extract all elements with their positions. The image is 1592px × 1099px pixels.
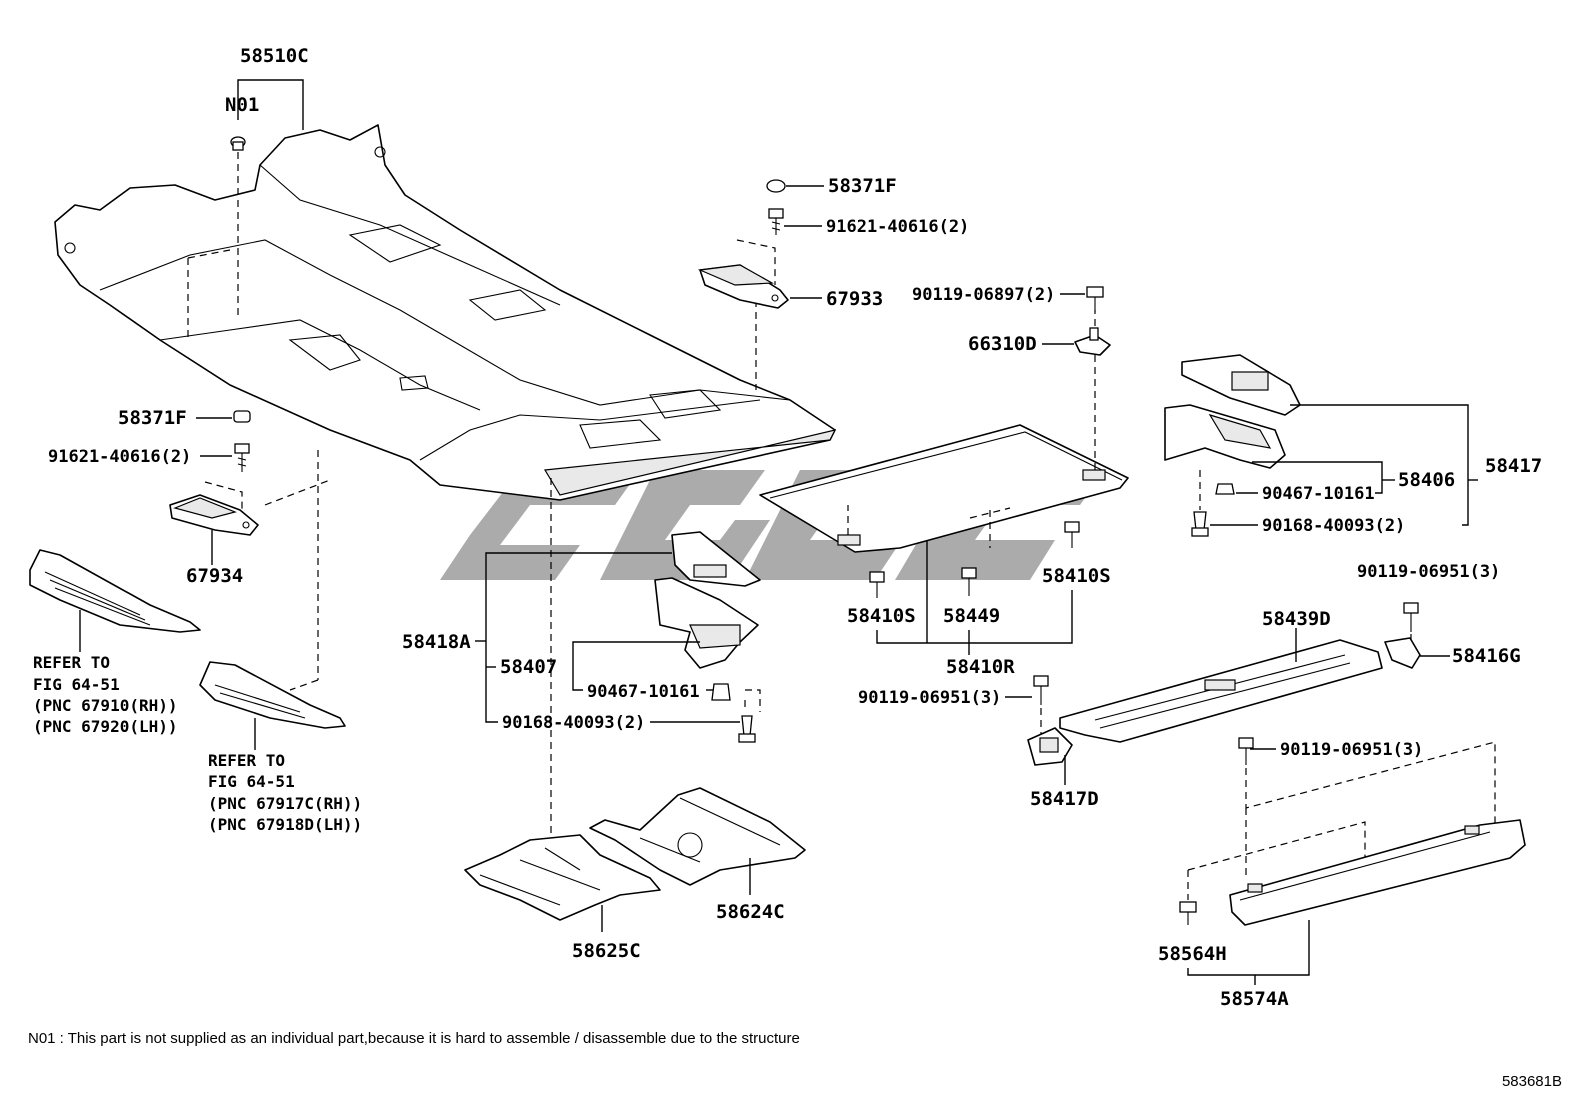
floor-silencer-58510C[interactable]	[54, 124, 837, 501]
label-58625C: 58625C	[572, 940, 641, 962]
refer-b-line3: (PNC 67917C(RH))	[208, 794, 362, 813]
side-cover-58574A[interactable]	[1229, 819, 1526, 926]
bracket-58418A[interactable]	[671, 531, 761, 587]
label-90119-06951-b: 90119-06951(3)	[858, 688, 1001, 708]
bracket-67934[interactable]	[169, 494, 259, 536]
bracket-58416G[interactable]	[1384, 637, 1421, 669]
bracket-58407[interactable]	[654, 577, 759, 669]
label-58418A: 58418A	[402, 631, 471, 653]
bolt-90119-06951-c-icon[interactable]	[1238, 737, 1254, 765]
label-67934: 67934	[186, 565, 243, 587]
label-58410R: 58410R	[946, 656, 1015, 678]
clip-58564H-icon[interactable]	[1179, 901, 1197, 925]
bracket-58417D[interactable]	[1027, 727, 1073, 766]
label-91621-top: 91621-40616(2)	[826, 217, 969, 237]
refer-b-line4: (PNC 67918D(LH))	[208, 815, 362, 834]
bracket-66310D[interactable]	[1074, 327, 1111, 356]
bolt-90119-06897-icon[interactable]	[1086, 286, 1104, 312]
bolt-90119-06951-b-icon[interactable]	[1033, 675, 1049, 705]
bracket-67933[interactable]	[697, 264, 789, 309]
floor-cover-58410R[interactable]	[759, 424, 1129, 553]
refer-b-line2: FIG 64-51	[208, 772, 295, 791]
label-58439D: 58439D	[1262, 608, 1331, 630]
label-58624C: 58624C	[716, 901, 785, 923]
label-58449: 58449	[943, 605, 1000, 627]
label-90119-06951-a: 90119-06951(3)	[1357, 562, 1500, 582]
label-90119-06951-c: 90119-06951(3)	[1280, 740, 1423, 760]
refer-a-line3: (PNC 67910(RH))	[33, 696, 178, 715]
clip-90467-right-icon[interactable]	[1215, 483, 1235, 495]
bolt-90119-06951-a-icon[interactable]	[1403, 602, 1419, 632]
label-90119-06897: 90119-06897(2)	[912, 285, 1055, 305]
clip-N01-icon[interactable]	[230, 136, 246, 151]
label-67933: 67933	[826, 288, 883, 310]
bracket-58406[interactable]	[1164, 404, 1286, 469]
refer-b-line1: REFER TO	[208, 751, 285, 770]
label-90467-mid: 90467-10161	[587, 682, 700, 702]
label-58371F-left: 58371F	[118, 407, 187, 429]
label-58510C: 58510C	[240, 45, 309, 67]
label-90467-right: 90467-10161	[1262, 484, 1375, 504]
label-N01: N01	[225, 94, 259, 116]
label-90168-right: 90168-40093(2)	[1262, 516, 1405, 536]
label-58406: 58406	[1398, 469, 1455, 491]
label-58416G: 58416G	[1452, 645, 1521, 667]
label-91621-left: 91621-40616(2)	[48, 447, 191, 467]
label-58407: 58407	[500, 656, 557, 678]
bolt-58410S-left-icon[interactable]	[869, 571, 885, 598]
bolt-91621-top-icon[interactable]	[768, 208, 784, 235]
label-58564H: 58564H	[1158, 943, 1227, 965]
label-58410S-left: 58410S	[847, 605, 916, 627]
scuff-plate-rear[interactable]	[199, 661, 346, 729]
label-58574A: 58574A	[1220, 988, 1289, 1010]
clip-58371F-left-icon[interactable]	[233, 410, 251, 423]
refer-a-line2: FIG 64-51	[33, 675, 120, 694]
label-90168-mid: 90168-40093(2)	[502, 713, 645, 733]
label-66310D: 66310D	[968, 333, 1037, 355]
floor-cover-58625C[interactable]	[464, 834, 661, 921]
footnote-text: N01 : This part is not supplied as an in…	[28, 1030, 800, 1047]
diagram-id: 583681B	[1501, 1073, 1562, 1090]
screw-90168-right-icon[interactable]	[1191, 511, 1209, 537]
floor-cover-58624C[interactable]	[589, 787, 806, 886]
screw-90168-mid-icon[interactable]	[738, 715, 756, 743]
cover-58417[interactable]	[1181, 354, 1301, 416]
label-58417D: 58417D	[1030, 788, 1099, 810]
clip-58371F-top-icon[interactable]	[766, 179, 786, 193]
scuff-plate-front[interactable]	[29, 549, 201, 633]
rail-58439D[interactable]	[1059, 639, 1383, 743]
bolt-91621-left-icon[interactable]	[234, 443, 250, 472]
clip-58449-icon[interactable]	[961, 567, 977, 596]
refer-a-line4: (PNC 67920(LH))	[33, 717, 178, 736]
bolt-58410S-right-icon[interactable]	[1064, 521, 1080, 548]
refer-a-line1: REFER TO	[33, 653, 110, 672]
clip-90467-mid-icon[interactable]	[711, 683, 731, 701]
label-58410S-right: 58410S	[1042, 565, 1111, 587]
label-58417: 58417	[1485, 455, 1542, 477]
label-58371F-top: 58371F	[828, 175, 897, 197]
